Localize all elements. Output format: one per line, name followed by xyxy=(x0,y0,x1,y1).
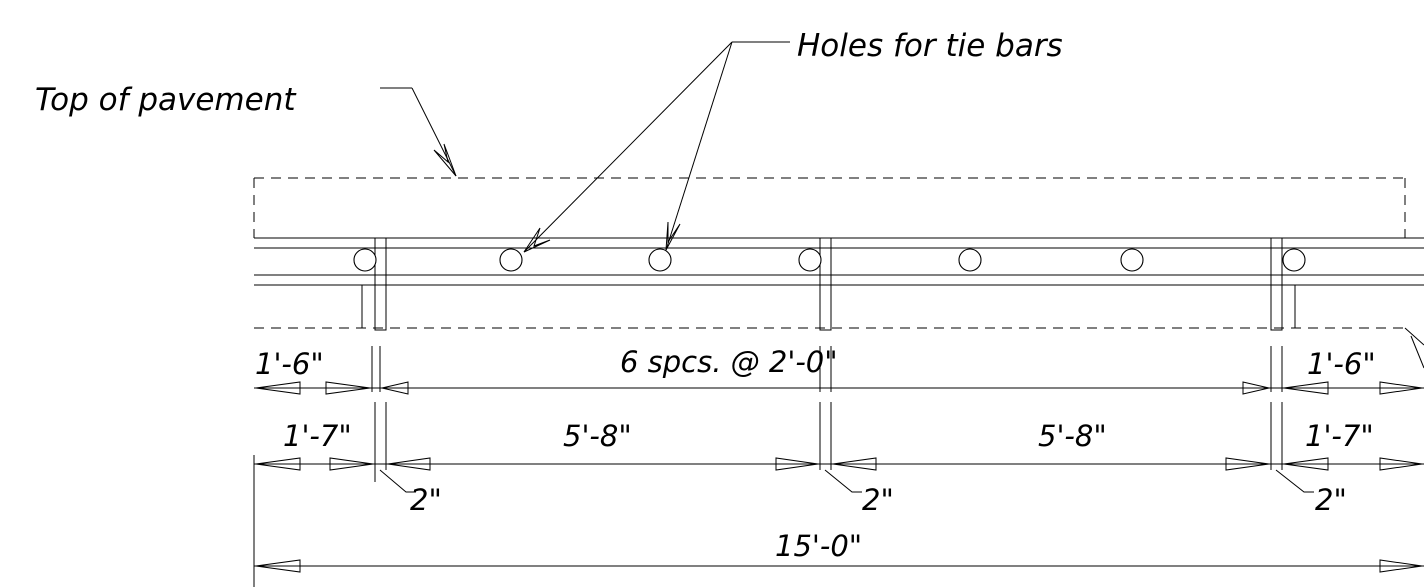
label-top-of-pavement: Top of pavement xyxy=(35,82,297,118)
edge-leader-tip xyxy=(1410,335,1424,369)
tie-plate xyxy=(361,237,1296,331)
dim-edge-left: 1'-6" xyxy=(255,347,324,381)
hole xyxy=(353,248,377,272)
dim-row-1 xyxy=(254,346,1424,395)
hole xyxy=(1282,248,1306,272)
hole xyxy=(499,248,523,272)
dim-edge-right: 1'-6" xyxy=(1307,347,1376,381)
dim-gap-3: 2" xyxy=(1315,483,1347,517)
dim-row-2 xyxy=(253,402,1424,587)
dim-gap-2: 2" xyxy=(862,483,894,517)
rail-band xyxy=(254,237,1424,286)
dim-total xyxy=(254,559,1424,573)
edge-leader xyxy=(1404,327,1424,346)
top-leader xyxy=(380,87,457,177)
hole xyxy=(958,248,982,272)
dim-spacing: 6 spcs. @ 2'-0" xyxy=(620,345,838,379)
label-holes: Holes for tie bars xyxy=(797,28,1063,64)
dim-row2-mid2: 5'-8" xyxy=(1038,419,1107,453)
dim-gap-1: 2" xyxy=(410,483,442,517)
tie-bar-holes xyxy=(353,248,1306,272)
holes-leader xyxy=(523,41,790,253)
pavement-outline xyxy=(253,177,1406,329)
dim-total-label: 15'-0" xyxy=(775,529,862,563)
dim-row2-right: 1'-7" xyxy=(1305,419,1374,453)
hole xyxy=(798,248,822,272)
hole xyxy=(1120,248,1144,272)
dim-row2-left: 1'-7" xyxy=(283,419,352,453)
hole xyxy=(648,248,672,272)
dim-row2-mid1: 5'-8" xyxy=(563,419,632,453)
gap-leaders xyxy=(379,469,1314,493)
